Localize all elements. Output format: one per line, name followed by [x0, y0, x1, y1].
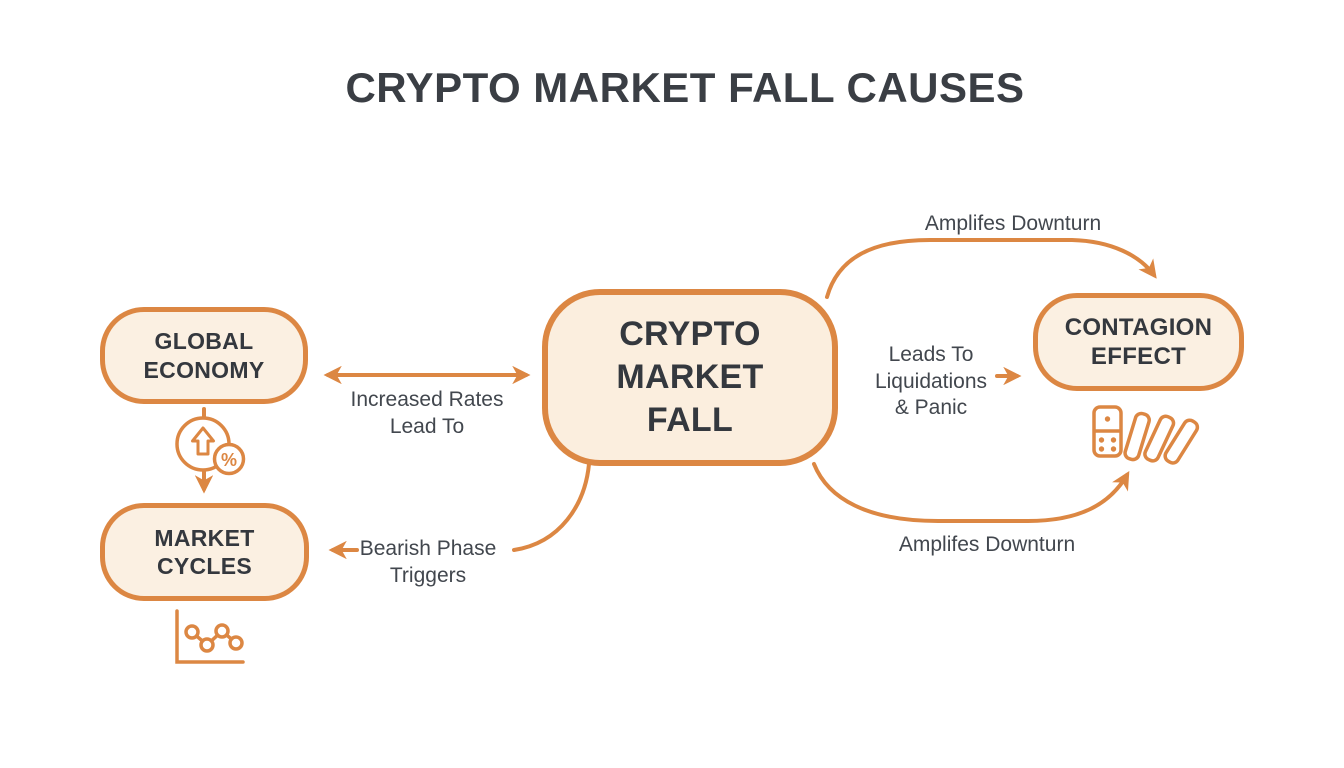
- dominoes-icon: [1092, 405, 1200, 465]
- node-market-cycles-label: MARKET CYCLES: [154, 524, 255, 579]
- rate-increase-icon: %: [175, 416, 246, 476]
- node-market-cycles: MARKET CYCLES: [100, 503, 309, 601]
- edge-label-leads-to-liquidations: Leads To Liquidations & Panic: [874, 343, 988, 420]
- edge-center-contagion-bottom: [812, 462, 1130, 523]
- node-crypto-market-fall: CRYPTO MARKET FALL: [542, 289, 838, 466]
- edge-center-contagion-top: [825, 238, 1157, 299]
- market-chart-icon: [175, 609, 245, 664]
- percent-icon: %: [221, 450, 237, 470]
- node-contagion-effect-label: CONTAGION EFFECT: [1064, 313, 1213, 370]
- node-contagion-effect: CONTAGION EFFECT: [1033, 293, 1244, 391]
- edge-center-cycles-curve: [512, 462, 591, 552]
- edge-label-bearish-phase: Bearish Phase Triggers: [359, 537, 497, 587]
- node-global-economy: GLOBAL ECONOMY: [100, 307, 308, 404]
- page-title: CRYPTO MARKET FALL CAUSES: [345, 64, 1025, 111]
- node-global-economy-label: GLOBAL ECONOMY: [143, 328, 265, 383]
- edge-label-amplifies-bottom: Amplifes Downturn: [898, 533, 1076, 556]
- node-crypto-market-fall-label: CRYPTO MARKET FALL: [616, 315, 764, 439]
- edge-label-increased-rates: Increased Rates Lead To: [350, 388, 504, 438]
- edge-label-amplifies-top: Amplifes Downturn: [924, 212, 1102, 235]
